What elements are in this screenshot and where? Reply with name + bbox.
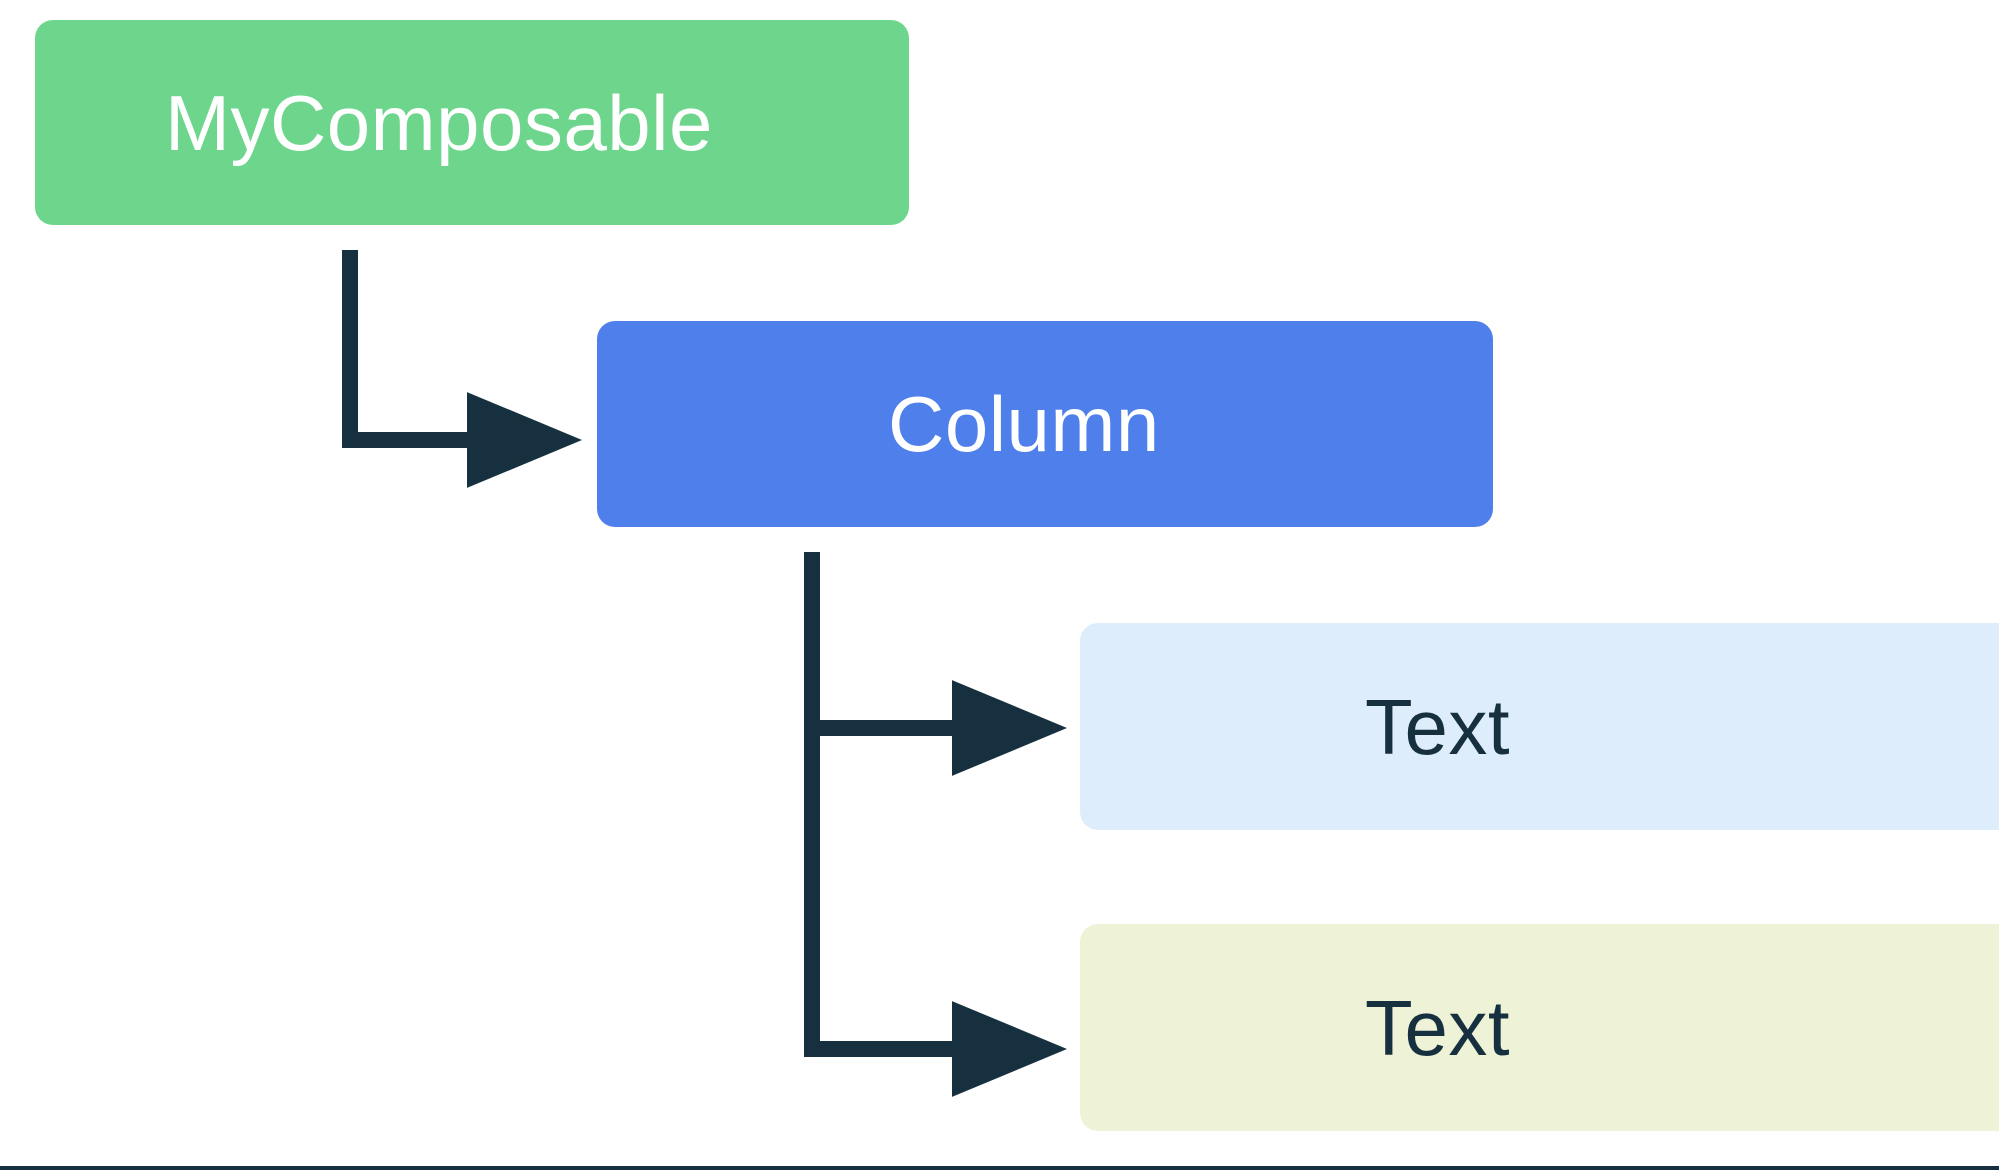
node-mycomposable-label: MyComposable bbox=[165, 78, 713, 167]
node-text-2-label: Text bbox=[1365, 983, 1511, 1072]
node-text-1[interactable]: Text bbox=[1080, 623, 1999, 830]
node-mycomposable[interactable]: MyComposable bbox=[35, 20, 909, 225]
bottom-divider bbox=[0, 1166, 1999, 1170]
node-column-label: Column bbox=[888, 380, 1160, 468]
node-text-2[interactable]: Text bbox=[1080, 924, 1999, 1131]
node-column[interactable]: Column bbox=[597, 321, 1493, 527]
node-text-1-label: Text bbox=[1365, 682, 1511, 771]
edge-mycomposable-column bbox=[342, 250, 582, 488]
